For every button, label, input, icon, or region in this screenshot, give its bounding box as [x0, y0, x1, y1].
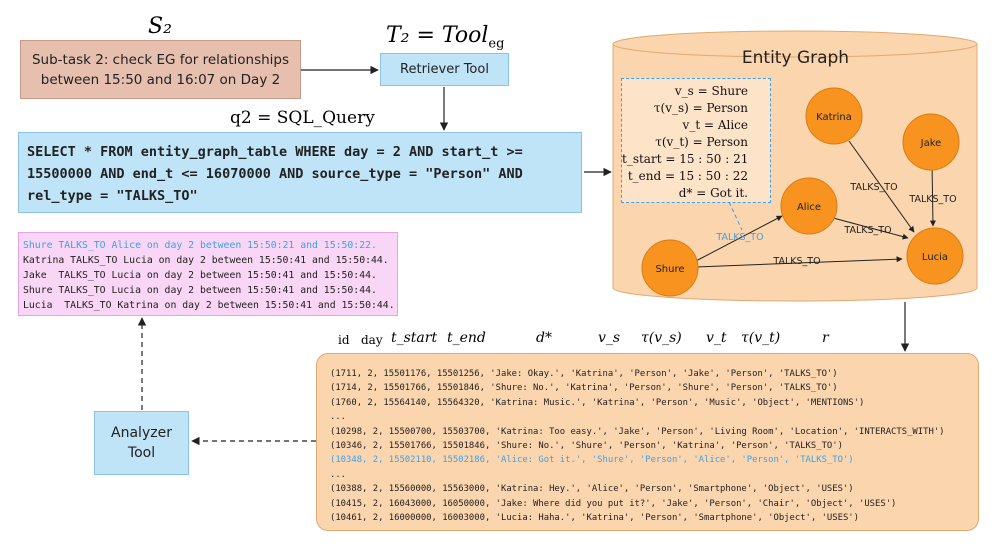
tuple-row: (1711, 2, 15501176, 15501256, 'Jake: Oka… [330, 369, 838, 379]
tuple-row: (10346, 2, 15501766, 15501846, 'Shure: N… [330, 441, 843, 452]
col-header: id [338, 333, 350, 347]
node-shure [641, 239, 699, 297]
edge-label: TALKS_TO [715, 232, 763, 243]
col-header: t_start [391, 330, 438, 346]
analyzer-line-2: Tool [127, 445, 156, 461]
s2-label: S₂ [148, 14, 172, 39]
tuple-row: (10348, 2, 15502110, 15502186, 'Alice: G… [330, 455, 854, 466]
query-label: q2 = SQL_Query [230, 108, 375, 128]
col-header: v_s [598, 330, 621, 346]
result-line: Shure TALKS_TO Lucia on day 2 between 15… [23, 285, 377, 296]
tuple-row: (10415, 2, 16043000, 16050000, 'Jake: Wh… [330, 498, 897, 509]
results-box: Shure TALKS_TO Alice on day 2 between 15… [18, 232, 398, 316]
tuple-row: (10298, 2, 15500700, 15503700, 'Katrina:… [330, 426, 945, 437]
subtask-line-1: Sub-task 2: check EG for relationships [31, 51, 290, 68]
subtask-box: Sub-task 2: check EG for relationships b… [20, 40, 301, 99]
result-line: Jake TALKS_TO Lucia on day 2 between 15:… [23, 270, 377, 281]
entity-graph-title: Entity Graph [741, 48, 850, 68]
result-line: Shure TALKS_TO Alice on day 2 between 15… [23, 240, 377, 251]
edge-katrina-lucia [848, 140, 915, 233]
edge-label: TALKS_TO [849, 182, 897, 193]
node-label: Lucia [922, 252, 948, 263]
tuple-header: id day t_start t_end d* v_s τ(v_s) v_t τ… [0, 330, 996, 356]
attr-line: τ(v_t) = Person [655, 135, 748, 149]
tool-label: T₂ = Tooleg [386, 23, 504, 51]
entity-graph: Katrina Jake Alice Shure Lucia TALKS_TO … [641, 87, 964, 297]
edge-alice-lucia [821, 214, 909, 240]
attr-line: v_s = Shure [674, 84, 748, 98]
result-line: Katrina TALKS_TO Lucia on day 2 between … [23, 255, 389, 266]
edge-label: TALKS_TO [843, 225, 891, 236]
sql-query-box: SELECT * FROM entity_graph_table WHERE d… [18, 132, 582, 213]
edge-label: TALKS_TO [772, 256, 820, 267]
col-header: d* [536, 330, 552, 346]
node-label: Katrina [816, 112, 852, 123]
subtask-line-2: between 15:50 and 16:07 on Day 2 [40, 71, 281, 88]
tuple-row: (1760, 2, 15564140, 15564320, 'Katrina: … [330, 397, 865, 408]
attr-line: d* = Got it. [678, 186, 748, 200]
tuple-row: ... [330, 469, 347, 480]
tuple-list-box: (1711, 2, 15501176, 15501256, 'Jake: Oka… [316, 353, 979, 531]
node-label: Jake [920, 138, 942, 149]
col-header: τ(v_s) [641, 330, 682, 346]
node-label: Shure [655, 264, 684, 275]
node-katrina [805, 87, 863, 145]
node-alice [780, 177, 838, 235]
attr-line: τ(v_s) = Person [653, 101, 748, 115]
edge-jake-lucia [929, 161, 936, 227]
tool-label-sub: eg [488, 36, 505, 52]
col-header: t_end [447, 330, 486, 346]
analyzer-line-1: Analyzer [111, 425, 172, 441]
attr-line: t_start = 15 : 50 : 21 [622, 152, 749, 166]
result-line: Lucia TALKS_TO Katrina on day 2 between … [23, 300, 395, 311]
node-jake [902, 113, 960, 171]
sql-line-3: rel_type = "TALKS_TO" [27, 188, 198, 204]
node-label: Alice [797, 202, 821, 213]
edge-shure-lucia [695, 256, 903, 268]
attr-link [728, 201, 743, 231]
tool-label-main: T₂ = Tool [386, 23, 489, 48]
col-header: v_t [706, 330, 727, 346]
col-header: τ(v_t) [741, 330, 781, 346]
analyzer-tool-box: Analyzer Tool [94, 411, 189, 475]
node-lucia [906, 227, 964, 285]
attr-line: t_end = 15 : 50 : 22 [627, 169, 748, 183]
tuple-row: (10388, 2, 15560000, 15563000, 'Katrina:… [330, 484, 854, 495]
retriever-tool-box: Retriever Tool [380, 53, 509, 86]
edge-attributes-box: v_s = Shure τ(v_s) = Person v_t = Alice … [621, 78, 771, 203]
tuple-row: (10461, 2, 16000000, 16003000, 'Lucia: H… [330, 513, 859, 524]
col-header: day [361, 333, 383, 347]
tuple-row: (1714, 2, 15501766, 15501846, 'Shure: No… [330, 383, 838, 394]
sql-line-2: 15500000 AND end_t <= 16070000 AND sourc… [27, 166, 523, 182]
col-header: r [822, 330, 829, 346]
sql-line-1: SELECT * FROM entity_graph_table WHERE d… [27, 144, 523, 160]
attr-line: v_t = Alice [682, 118, 748, 132]
tuple-row: ... [330, 412, 347, 423]
edge-shure-alice [693, 215, 783, 263]
edge-label: TALKS_TO [908, 194, 956, 205]
